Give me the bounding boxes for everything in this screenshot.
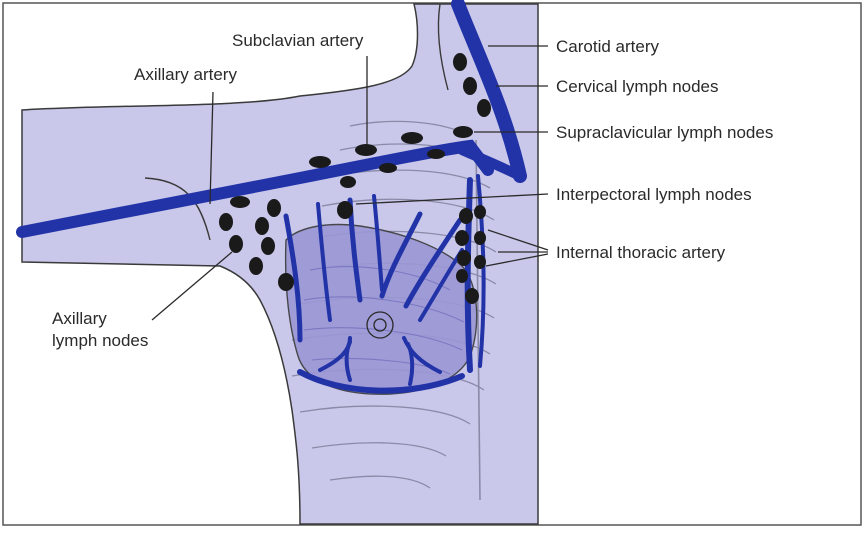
label-axillary-lymph-nodes-line2: lymph nodes <box>52 331 148 350</box>
label-axillary-lymph-nodes-line1: Axillary <box>52 309 107 328</box>
label-subclavian-artery: Subclavian artery <box>232 31 364 50</box>
label-supraclavicular-lymph-nodes: Supraclavicular lymph nodes <box>556 123 773 142</box>
label-cervical-lymph-nodes: Cervical lymph nodes <box>556 77 719 96</box>
label-axillary-artery: Axillary artery <box>134 65 237 84</box>
label-carotid-artery: Carotid artery <box>556 37 659 56</box>
label-interpectoral-lymph-nodes: Interpectoral lymph nodes <box>556 185 752 204</box>
label-internal-thoracic-artery: Internal thoracic artery <box>556 243 726 262</box>
